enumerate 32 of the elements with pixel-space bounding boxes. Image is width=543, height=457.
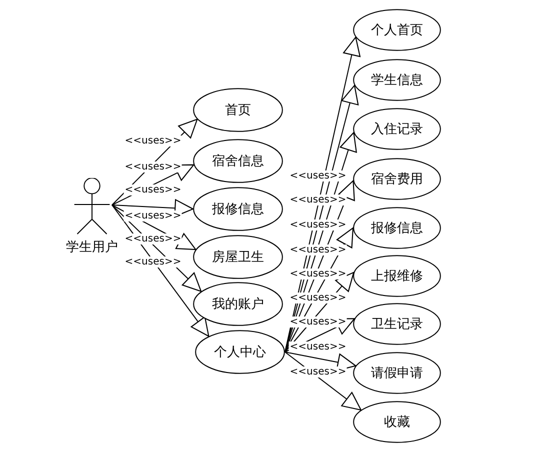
- use-case-ellipse: 我的账户: [193, 282, 283, 326]
- edge-label: <<uses>>: [288, 244, 348, 256]
- use-case-ellipse: 卫生记录: [353, 303, 441, 345]
- use-case-ellipse: 房屋卫生: [193, 235, 283, 279]
- edge-label: <<uses>>: [288, 170, 348, 182]
- actor-label: 学生用户: [66, 239, 118, 256]
- use-case-ellipse: 收藏: [353, 401, 441, 443]
- edge-label: <<uses>>: [288, 366, 348, 378]
- edge-label: <<uses>>: [124, 256, 182, 268]
- edge-label: <<uses>>: [288, 194, 348, 206]
- edge-label: <<uses>>: [124, 234, 182, 244]
- edge-label: <<uses>>: [124, 136, 182, 146]
- use-case-ellipse: 宿舍信息: [193, 139, 283, 183]
- edge-label: <<uses>>: [124, 162, 182, 172]
- use-case-ellipse: 报修信息: [353, 207, 441, 249]
- edge-label: <<uses>>: [288, 342, 348, 352]
- use-case-ellipse: 报修信息: [193, 187, 283, 231]
- edge-label: <<uses>>: [288, 292, 348, 304]
- use-case-ellipse: 学生信息: [353, 59, 441, 101]
- edge-label: <<uses>>: [288, 316, 348, 328]
- use-case-ellipse: 请假申请: [353, 352, 441, 394]
- use-case-ellipse: 个人首页: [353, 9, 441, 51]
- edge-label: <<uses>>: [124, 210, 182, 222]
- use-case-ellipse: 上报维修: [353, 255, 441, 297]
- arrow: [284, 352, 356, 372]
- use-case-ellipse: 宿舍费用: [353, 158, 441, 200]
- edge-label: <<uses>>: [124, 184, 182, 196]
- use-case-ellipse: 首页: [193, 88, 283, 132]
- use-case-ellipse: 个人中心: [195, 330, 285, 374]
- use-case-ellipse: 入住记录: [353, 108, 441, 150]
- edge-label: <<uses>>: [288, 220, 348, 230]
- edge-label: <<uses>>: [288, 268, 348, 280]
